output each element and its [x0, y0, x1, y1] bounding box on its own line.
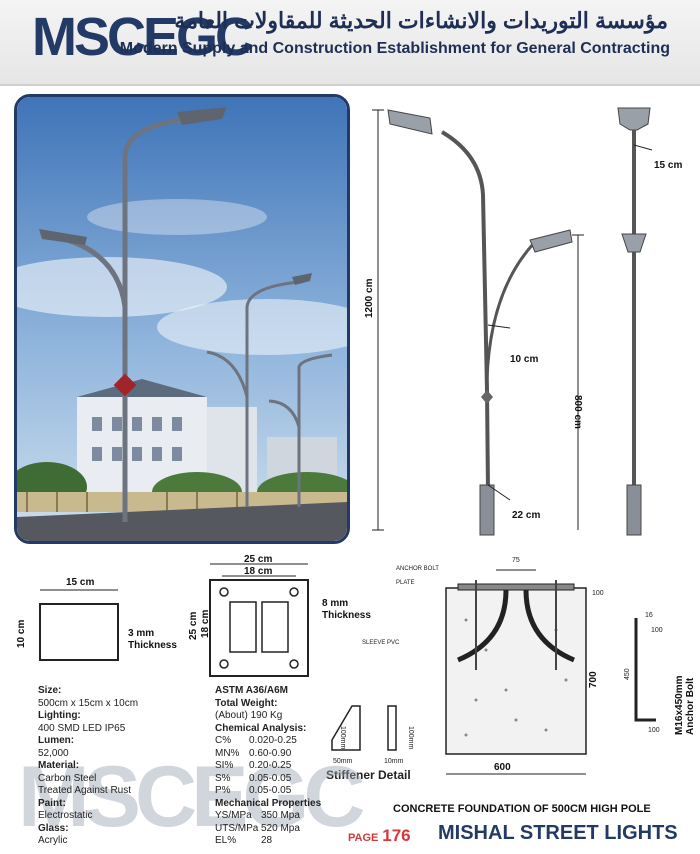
spec-material-value: Carbon Steel [38, 772, 97, 784]
base-plate-thickness: 8 mm [322, 598, 349, 609]
spec-lumen-label: Lumen: [38, 735, 75, 746]
stiffener-h1: 100mm [339, 726, 346, 750]
foundation-sleeve-label: SLEEVE PVC [362, 640, 400, 646]
company-logo: MSCEGC [32, 7, 254, 67]
foundation-height: 700 [588, 671, 599, 688]
spec-lighting-label: Lighting: [38, 710, 81, 721]
base-plate-inner-width: 18 cm [244, 566, 273, 577]
mech-value: 520 Mpa [261, 822, 300, 834]
spec-glass-label: Glass: [38, 822, 69, 834]
watermark-logo: MSCEGC [18, 749, 365, 845]
anchor-bolt-drawing [634, 618, 656, 722]
stiffener-h2: 100mm [407, 726, 414, 750]
chem-row: C% 0.020-0.25 [215, 735, 325, 748]
brand-name: MISHAL STREET LIGHTS [438, 822, 678, 844]
stiffener-drawing [331, 705, 397, 751]
spec-lighting-value: 400 SMD LED IP65 [38, 722, 126, 734]
anchor-bolt-label: M16x450mm Anchor Bolt [674, 675, 696, 735]
foundation-plate-label: PLATE [396, 580, 415, 586]
mech-row: EL% 28 [215, 835, 325, 848]
spec-size-label: Size: [38, 685, 62, 696]
anchor-bolt-dim-100a: 100 [651, 627, 663, 634]
chem-key: C% [215, 735, 232, 746]
foundation-width: 600 [494, 762, 511, 773]
spec-weight-label: Total Weight: [215, 697, 278, 709]
base-plate-outer-width: 25 cm [244, 554, 273, 565]
chem-value: 0.05-0.05 [249, 772, 292, 784]
stiffener-w2: 10mm [384, 758, 404, 765]
page-header [0, 0, 700, 86]
chem-value: 0.05-0.05 [249, 785, 292, 796]
foundation-dim-side: 100 [592, 590, 604, 597]
chem-value: 0.60-0.90 [249, 747, 292, 759]
small-plate-thickness: 3 mm [128, 628, 155, 639]
foundation-title: CONCRETE FOUNDATION OF 500CM HIGH POLE [393, 803, 651, 815]
page-label: PAGE [348, 832, 379, 844]
spec-chem-label: Chemical Analysis: [215, 722, 307, 734]
spec-paint-value: Electrostatic [38, 810, 93, 821]
chem-row: P% 0.05-0.05 [215, 785, 325, 798]
dim-base-diameter: 22 cm [512, 510, 541, 521]
small-plate-width: 15 cm [66, 577, 95, 588]
spec-material-label: Material: [38, 760, 80, 771]
base-plate-drawing [209, 563, 309, 677]
page-number: PAGE 176 [348, 826, 411, 846]
page-number-value: 176 [382, 826, 411, 845]
spec-standard: ASTM A36/A6M [215, 685, 288, 696]
anchor-bolt-dim-100b: 100 [648, 727, 660, 734]
spec-lumen-value: 52,000 [38, 747, 69, 759]
base-plate-outer-height: 25 cm [188, 611, 199, 640]
small-plate-height: 10 cm [16, 619, 27, 648]
spec-size-value: 500cm x 15cm x 10cm [38, 697, 139, 709]
mech-row: YS/MPa 350 Mpa [215, 810, 325, 823]
company-name-english: Modern Supply and Construction Establish… [119, 40, 670, 57]
dim-top-diameter: 15 cm [654, 160, 683, 171]
chem-key: S% [215, 772, 231, 784]
dim-height-total: 1200 cm [364, 278, 375, 318]
dim-mid-diameter: 10 cm [510, 354, 539, 365]
stiffener-title: Stiffener Detail [326, 768, 411, 782]
chem-row: SI% 0.20-0.25 [215, 760, 325, 773]
pole-elevation-drawing [372, 107, 653, 536]
chem-value: 0.020-0.25 [249, 735, 297, 746]
chem-row: S% 0.05-0.05 [215, 773, 325, 786]
chem-value: 0.20-0.25 [249, 760, 292, 771]
stiffener-w1: 50mm [333, 758, 353, 765]
base-plate-thickness-label: Thickness [322, 610, 371, 621]
mech-value: 350 Mpa [261, 810, 300, 821]
base-plate-inner-height: 18 cm [200, 609, 211, 638]
specs-left: Size: 500cm x 15cm x 10cm Lighting: 400 … [38, 685, 198, 848]
spec-material-treatment: Treated Against Rust [38, 785, 132, 796]
small-plate-drawing [39, 589, 119, 661]
foundation-drawing [445, 569, 587, 775]
spec-weight-value: (About) 190 Kg [215, 710, 283, 721]
mech-key: UTS/MPa [215, 822, 259, 834]
chem-key: MN% [215, 747, 240, 759]
dim-height-secondary: 800 cm [572, 395, 583, 429]
spec-glass-value: Acrylic [38, 835, 68, 846]
specs-right: ASTM A36/A6M Total Weight: (About) 190 K… [215, 685, 325, 848]
foundation-anchor-bolt-label: ANCHOR BOLT [396, 566, 439, 572]
chem-key: SI% [215, 760, 234, 771]
spec-paint-label: Paint: [38, 797, 66, 809]
chem-key: P% [215, 785, 231, 796]
mech-key: EL% [215, 835, 237, 846]
mech-value: 28 [261, 835, 273, 846]
foundation-dim-top: 75 [512, 557, 520, 564]
spec-mech-label: Mechanical Properties [215, 797, 322, 809]
mech-key: YS/MPa [215, 810, 252, 821]
small-plate-thickness-label: Thickness [128, 640, 177, 651]
street-light-photo [14, 94, 350, 544]
anchor-bolt-dim-16: 16 [645, 612, 653, 619]
chem-row: MN% 0.60-0.90 [215, 748, 325, 761]
anchor-bolt-dim-450: 450 [624, 668, 631, 680]
company-name-arabic: مؤسسة التوريدات والانشاءات الحديثة للمقا… [174, 8, 668, 33]
